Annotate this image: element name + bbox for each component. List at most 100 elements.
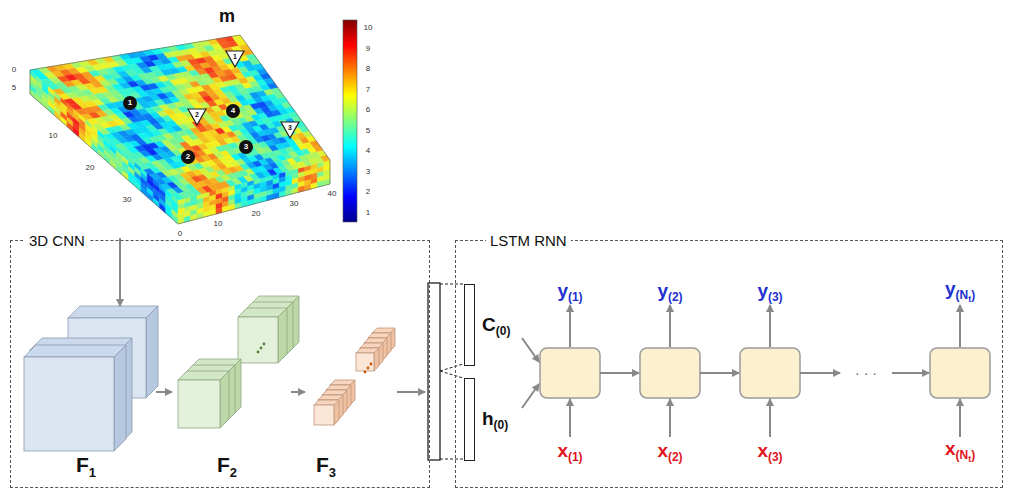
feature-dot — [364, 371, 367, 374]
tick-label: 10 — [364, 24, 373, 32]
tick-label: 8 — [366, 65, 370, 73]
grid-cell — [104, 154, 110, 164]
tick-label: 3 — [366, 168, 370, 176]
well-number: 2 — [195, 111, 199, 118]
node-label: m — [219, 7, 235, 25]
tick-label: 7 — [366, 86, 370, 94]
sequence-label: x(Nt) — [945, 439, 975, 464]
reshape-line — [440, 284, 463, 285]
tick-label: 2 — [366, 188, 370, 196]
node-title: F — [316, 453, 329, 476]
grid-cell — [123, 170, 129, 180]
grid-cell — [141, 187, 147, 197]
grid-cell — [61, 116, 67, 126]
arrow — [397, 391, 425, 393]
subscript: t — [968, 455, 971, 465]
grid-cell — [153, 198, 159, 208]
feature-cube — [238, 308, 287, 363]
vector-symbol: y — [945, 278, 956, 299]
arrow — [700, 372, 739, 374]
well-number: 3 — [244, 143, 248, 151]
injector-well — [188, 109, 206, 125]
lstm-cell — [930, 348, 990, 398]
tick-label: 20 — [252, 210, 261, 218]
tick-label: 0 — [12, 66, 16, 74]
node-label: C(0) — [482, 315, 510, 337]
grid-cell — [49, 105, 55, 115]
cube-front — [314, 405, 334, 425]
node-label: F2 — [217, 454, 237, 479]
injector-well — [226, 51, 244, 67]
grid-cell — [36, 95, 42, 105]
grid-cell — [147, 192, 153, 202]
grid-cell — [86, 138, 92, 148]
group-title: LSTM RNN — [490, 232, 567, 249]
arrow — [522, 338, 539, 362]
cube-front — [356, 353, 374, 371]
feature-cube — [24, 345, 126, 451]
vector-box: h(0) — [464, 378, 475, 461]
feature-dot — [370, 363, 373, 366]
feature-block: F2 — [173, 291, 291, 481]
cube-top — [68, 306, 158, 318]
subscript: (3) — [768, 290, 783, 304]
grid-cell — [135, 181, 141, 191]
colorbar — [343, 20, 357, 222]
subscript: 2 — [230, 464, 237, 479]
vector-symbol: y — [657, 280, 668, 301]
arrow — [892, 372, 929, 374]
subscript: (N — [955, 289, 968, 303]
feature-dot — [260, 347, 263, 350]
feature-dot — [257, 351, 260, 354]
subscript: 1 — [89, 464, 96, 479]
lstm-cell — [740, 348, 800, 398]
arrow — [769, 305, 771, 347]
tick-label: 5 — [12, 84, 16, 92]
grid-cell — [172, 214, 178, 224]
lstm-cell — [640, 348, 700, 398]
grid-cell — [92, 143, 98, 153]
feature-maps — [24, 296, 395, 451]
vector-symbol: x — [657, 440, 668, 461]
tick-label: 9 — [366, 45, 370, 53]
cube-front — [238, 317, 278, 363]
arrow — [769, 399, 771, 437]
tick-label: 20 — [86, 164, 95, 172]
node-title: h — [482, 408, 494, 429]
cube-side — [114, 345, 126, 451]
grid-cell — [160, 203, 166, 213]
cube-front — [24, 357, 114, 451]
arrow — [522, 384, 539, 408]
producer-well — [123, 96, 137, 110]
ellipsis: · · · — [855, 366, 877, 380]
cube-side — [278, 308, 287, 363]
grid-cell — [116, 165, 122, 175]
sequence-label: x(2) — [657, 441, 682, 463]
feature-cube — [356, 348, 379, 371]
cube-side — [220, 371, 229, 428]
grid-cell — [79, 133, 85, 143]
subscript: (N — [955, 449, 968, 463]
vector-box: C(0) — [464, 284, 475, 366]
vector-symbol: y — [557, 280, 568, 301]
feature-dot — [263, 343, 266, 346]
well-number: 2 — [186, 153, 190, 161]
reshape-line — [440, 364, 463, 371]
well-number: 4 — [231, 107, 235, 115]
reshape-line — [440, 459, 463, 460]
lstm-cells — [540, 348, 990, 398]
subscript: (1) — [568, 450, 583, 464]
arrow — [569, 305, 571, 347]
arrow — [669, 305, 671, 347]
node-title: F — [76, 453, 89, 476]
sequence-label: x(1) — [557, 441, 582, 463]
arrow — [569, 399, 571, 437]
tick-label: 30 — [123, 196, 132, 204]
subscript: (3) — [768, 450, 783, 464]
tick-label: 5 — [366, 127, 370, 135]
subscript: 3 — [329, 464, 336, 479]
arrow — [959, 305, 961, 347]
feature-cube — [314, 400, 339, 425]
tick-label: 6 — [366, 106, 370, 114]
feature-dot — [367, 367, 370, 370]
